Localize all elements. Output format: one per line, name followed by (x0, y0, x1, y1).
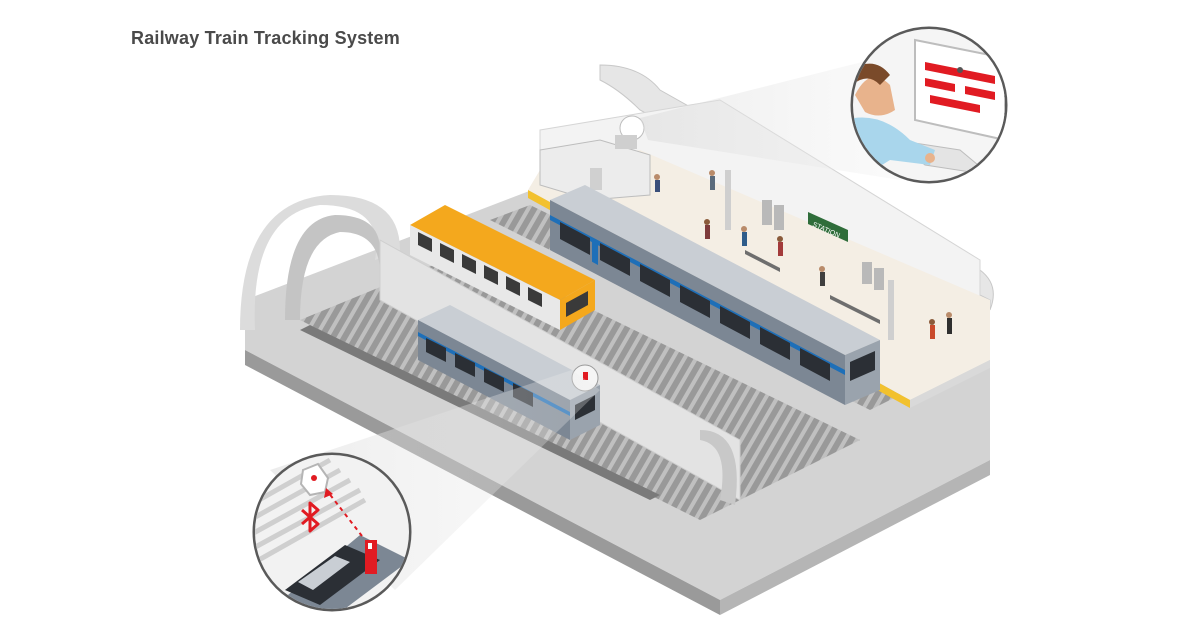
page-title: Railway Train Tracking System (131, 28, 400, 48)
bluetooth-icon (301, 501, 320, 533)
operator-zoom-circle (850, 26, 1008, 184)
platform-train (550, 185, 880, 405)
platform-furniture: STATION (725, 170, 894, 340)
beacon-zoom-circle (252, 452, 412, 612)
station-sign (808, 212, 848, 242)
yellow-train (410, 205, 595, 330)
passengers (654, 170, 952, 339)
control-office (539, 115, 651, 201)
